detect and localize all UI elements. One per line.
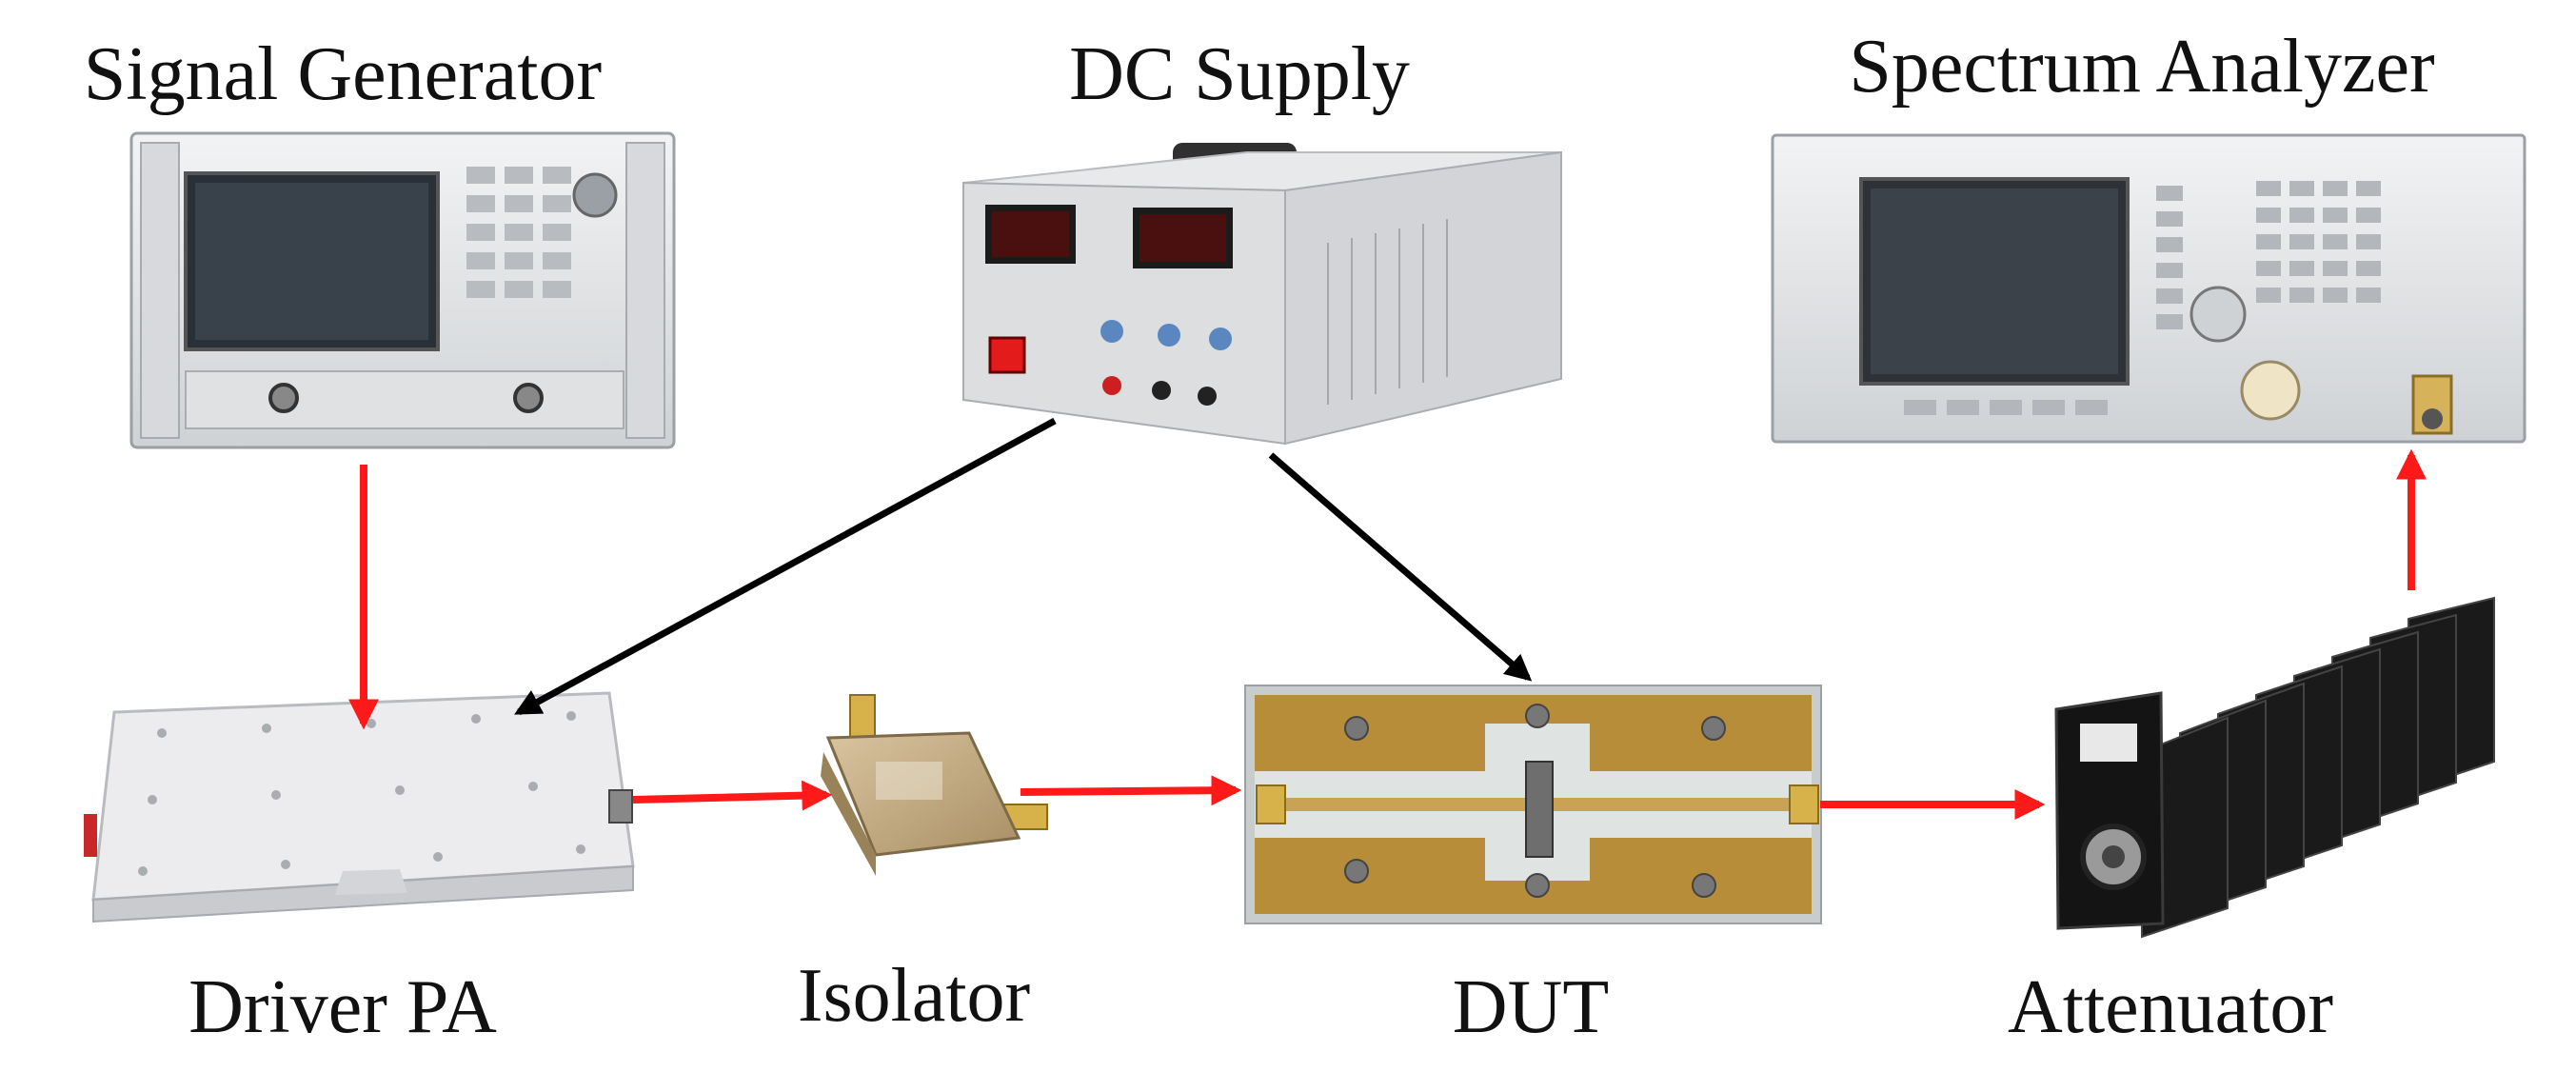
label-attenuator: Attenuator <box>2007 965 2334 1049</box>
driver-pa-image <box>84 691 635 923</box>
label-driver-pa: Driver PA <box>188 965 497 1049</box>
label-isolator: Isolator <box>797 954 1031 1038</box>
label-dut: DUT <box>1452 965 1610 1049</box>
dc-supply-image <box>962 143 1562 446</box>
label-signal-generator: Signal Generator <box>83 32 603 116</box>
spectrum-analyzer-image <box>1771 133 2526 444</box>
label-spectrum-analyzer: Spectrum Analyzer <box>1849 25 2435 109</box>
arrow-driver-to-isolator <box>632 780 833 811</box>
isolator-image <box>821 694 1048 876</box>
dut-image <box>1244 685 1822 924</box>
label-dc-supply: DC Supply <box>1069 32 1410 116</box>
signal-generator-image <box>129 131 676 449</box>
arrow-isolator-to-dut <box>1020 775 1242 806</box>
attenuator-image <box>2054 596 2495 939</box>
arrow-dc-to-dut <box>1268 452 1533 682</box>
arrow-dc-to-driver <box>514 417 1057 716</box>
